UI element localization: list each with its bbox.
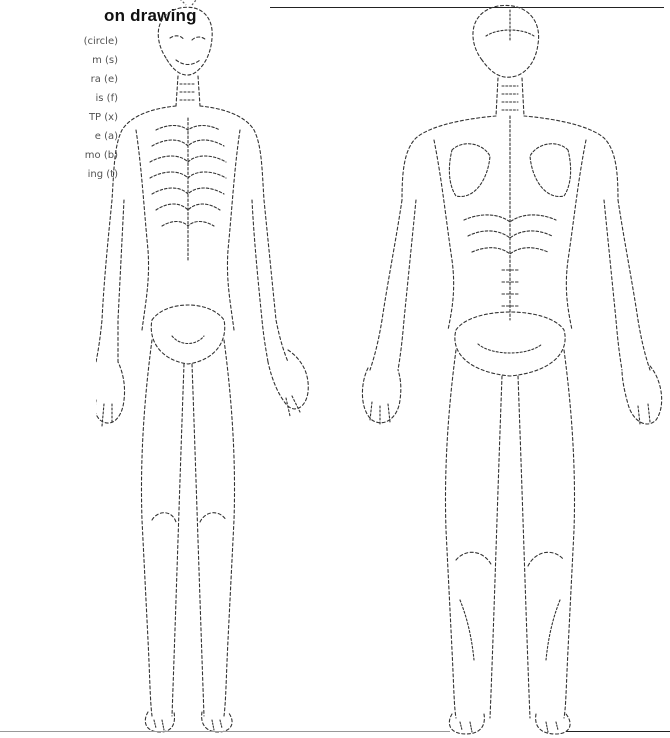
footer-rule-right bbox=[566, 731, 670, 732]
footer-rule bbox=[0, 731, 450, 732]
body-outline-back bbox=[352, 0, 670, 738]
body-outline-front bbox=[96, 0, 372, 738]
